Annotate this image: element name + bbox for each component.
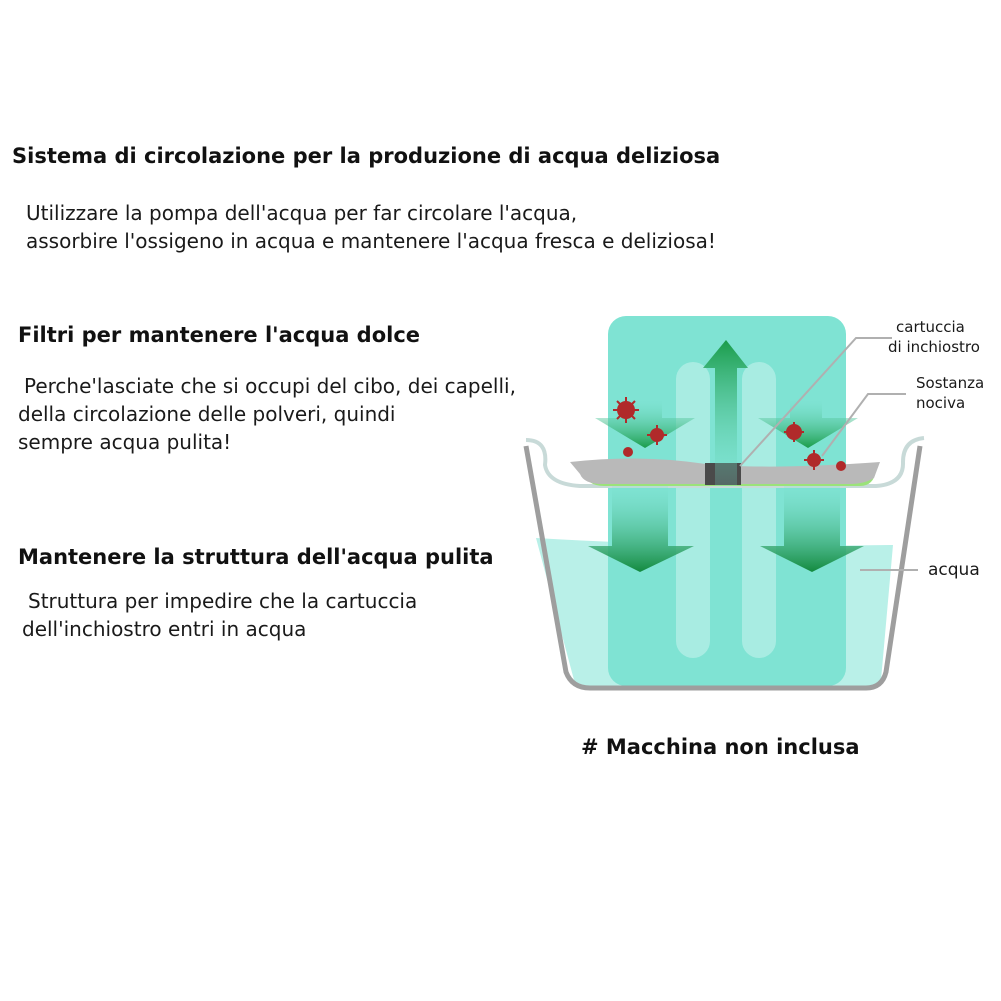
section-1-line-1: Utilizzare la pompa dell'acqua per far c… bbox=[26, 201, 578, 225]
section-3-line-1: Struttura per impedire che la cartuccia bbox=[28, 589, 418, 613]
section-2-line-3: sempre acqua pulita! bbox=[18, 430, 232, 454]
cartridge-label-line-2: di inchiostro bbox=[888, 338, 980, 356]
arrow-top-left bbox=[595, 400, 695, 448]
basin-wall bbox=[523, 445, 923, 691]
section-2-line-1: Perche'lasciate che si occupi del cibo, … bbox=[24, 374, 516, 398]
section-2-heading: Filtri per mantenere l'acqua dolce bbox=[18, 323, 421, 347]
arrow-down-right bbox=[760, 486, 864, 572]
cartridge-label-line-1: cartuccia bbox=[896, 318, 965, 336]
section-1-line-2: assorbire l'ossigeno in acqua e mantener… bbox=[26, 229, 716, 253]
cartridge-leader-line bbox=[739, 337, 892, 467]
arrow-down-left bbox=[588, 486, 694, 572]
section-1-heading: Sistema di circolazione per la produzion… bbox=[12, 144, 721, 168]
harmful-label-line-1: Sostanza bbox=[916, 374, 985, 392]
harmful-label-line-2: nociva bbox=[916, 394, 966, 412]
arrow-top-right bbox=[758, 400, 858, 448]
pump-column bbox=[608, 316, 846, 686]
section-3-line-2: dell'inchiostro entri in acqua bbox=[22, 617, 307, 641]
section-3-heading: Mantenere la struttura dell'acqua pulita bbox=[18, 545, 494, 569]
pump-channel-right bbox=[742, 362, 776, 658]
arrow-up bbox=[703, 340, 748, 486]
virus-particle bbox=[623, 447, 633, 457]
machine-not-included-note: # Macchina non inclusa bbox=[581, 735, 860, 759]
pump-channel-left bbox=[676, 362, 710, 658]
section-2-line-2: della circolazione delle polveri, quindi bbox=[18, 402, 396, 426]
virus-particle bbox=[836, 461, 846, 471]
water-label: acqua bbox=[928, 560, 980, 580]
virus-spikes bbox=[613, 397, 824, 470]
harmful-leader-line bbox=[821, 393, 906, 457]
